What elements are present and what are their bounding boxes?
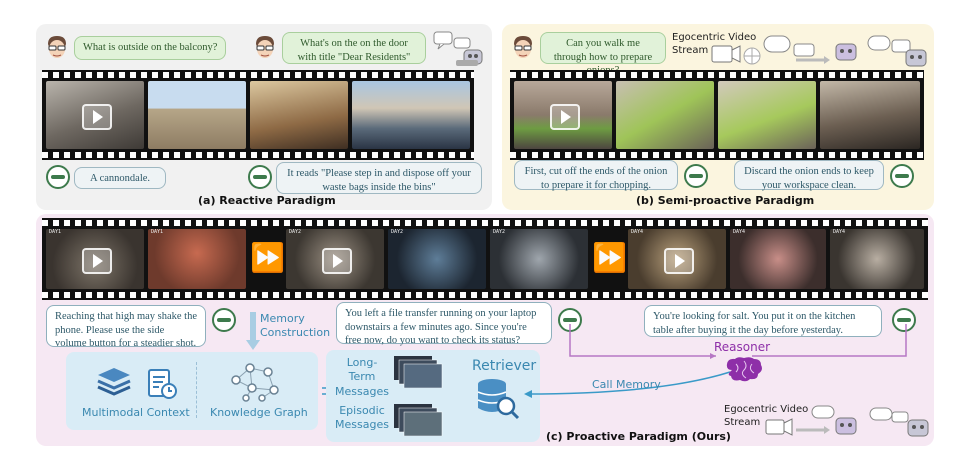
proactive-bubble-1: Reaching that high may shake the phone. … <box>46 305 206 349</box>
fast-forward-icon: ⏩ <box>592 241 627 274</box>
play-icon[interactable] <box>82 104 112 130</box>
retriever-label: Retriever <box>472 358 537 374</box>
stream-to-robot-icons <box>711 35 927 67</box>
caption-a: (a) Reactive Paradigm <box>198 194 336 207</box>
question-bubble-2: What's on the on the door with title "De… <box>282 32 426 64</box>
proactive-bubble-3: You're looking for salt. You put it on t… <box>644 305 882 337</box>
brain-icon <box>726 357 762 382</box>
video-filmstrip-b <box>510 70 924 160</box>
knowledge-graph-label: Knowledge Graph <box>210 406 308 419</box>
answer-bubble-2: It reads "Please step in and dispose off… <box>276 162 482 194</box>
caption-c: (c) Proactive Paradigm (Ours) <box>546 430 731 443</box>
smart-glasses-icon <box>558 308 582 332</box>
play-icon[interactable] <box>82 248 112 274</box>
answer-bubble-b1: First, cut off the ends of the onion to … <box>514 160 678 191</box>
caption-b: (b) Semi-proactive Paradigm <box>636 194 815 207</box>
proactive-bubble-2: You left a file transfer running on your… <box>336 302 552 346</box>
memory-construction-label: Memory Construction <box>260 312 331 340</box>
database-search-icon <box>477 379 520 420</box>
user-face-icon <box>514 36 532 58</box>
connector-lines <box>524 324 907 398</box>
answer-bubble-b2: Discard the onion ends to keep your work… <box>734 160 884 191</box>
layers-icon <box>97 368 131 396</box>
smart-glasses-icon <box>684 164 708 188</box>
play-icon[interactable] <box>322 248 352 274</box>
call-memory-label: Call Memory <box>592 378 661 391</box>
message-stack-icon <box>394 356 443 388</box>
smart-glasses-icon <box>890 164 914 188</box>
long-term-messages-label: Long-Term Messages <box>335 356 389 398</box>
episodic-messages-label: Episodic Messages <box>335 404 389 432</box>
reasoner-label: Reasoner <box>714 340 771 354</box>
document-clock-icon <box>148 369 177 399</box>
smart-glasses-icon <box>212 308 236 332</box>
stream-label-c: Egocentric Video Stream <box>724 404 809 428</box>
answer-bubble-1: A cannondale. <box>74 167 166 189</box>
user-face-icon <box>48 36 66 58</box>
smart-glasses-icon <box>892 308 916 332</box>
memory-construction-arrow-icon <box>246 312 260 350</box>
user-face-icon <box>256 36 274 58</box>
multimodal-context-label: Multimodal Context <box>82 406 190 419</box>
smart-glasses-icon <box>248 165 272 189</box>
question-bubble-1: What is outside on the balcony? <box>74 36 226 60</box>
play-icon[interactable] <box>664 248 694 274</box>
stream-label-b: Egocentric Video Stream <box>672 32 757 56</box>
smart-glasses-icon <box>46 165 70 189</box>
knowledge-graph-icon <box>231 363 279 402</box>
divider <box>196 362 197 418</box>
video-filmstrip-c: DAY1 DAY1 DAY2 DAY2 DAY2 DAY4 DAY4 DAY4 <box>42 218 928 300</box>
question-bubble-b: Can you walk me through how to prepare o… <box>540 32 666 76</box>
stream-to-robot-icons <box>765 405 929 437</box>
message-stack-icon <box>394 404 443 436</box>
play-icon[interactable] <box>550 104 580 130</box>
video-filmstrip-a <box>42 70 474 160</box>
fast-forward-icon: ⏩ <box>250 241 285 274</box>
robot-chat-icon <box>433 31 483 66</box>
